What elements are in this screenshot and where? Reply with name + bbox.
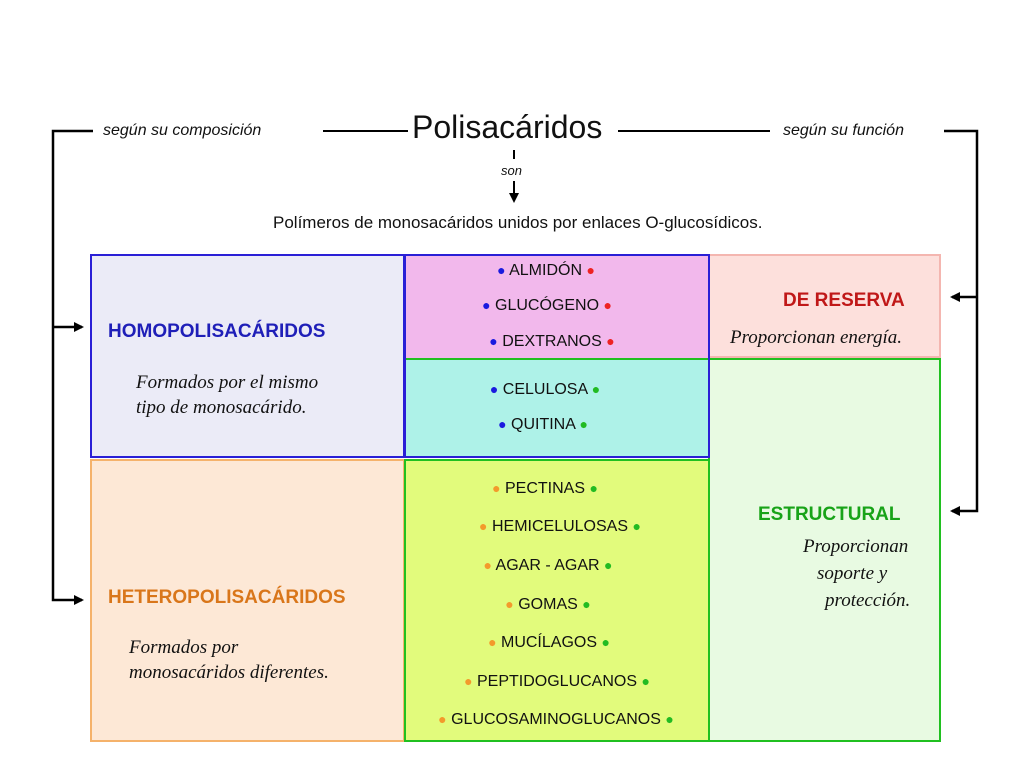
bullet-dot-icon: ●	[589, 480, 598, 496]
reserva-desc: Proporcionan energía.	[730, 327, 903, 348]
list-item-agar-agar: ● AGAR - AGAR ●	[483, 557, 613, 574]
bullet-dot-icon: ●	[464, 673, 473, 689]
bullet-dot-icon: ●	[606, 333, 615, 349]
bullet-dot-icon: ●	[603, 297, 612, 313]
bullet-dot-icon: ●	[438, 711, 447, 727]
hetero-desc-2: monosacáridos diferentes.	[129, 662, 329, 683]
list-item-pectinas: ● PECTINAS ●	[492, 480, 598, 497]
bullet-dot-icon: ●	[482, 297, 491, 313]
homo-desc-2: tipo de monosacárido.	[136, 397, 307, 418]
bullet-dot-icon: ●	[488, 634, 497, 650]
bullet-dot-icon: ●	[489, 333, 498, 349]
list-item-peptidoglucanos: ● PEPTIDOGLUCANOS ●	[464, 673, 650, 690]
list-item-quitina: ● QUITINA ●	[498, 416, 588, 433]
list-item-glucogeno: ● GLUCÓGENO ●	[482, 297, 612, 314]
bullet-dot-icon: ●	[582, 596, 591, 612]
hetero-box	[90, 459, 405, 742]
estructural-desc-2: soporte y	[817, 563, 888, 584]
bullet-dot-icon: ●	[492, 480, 501, 496]
bullet-dot-icon: ●	[498, 416, 507, 432]
function-label: según su función	[783, 122, 904, 139]
hetero-list-box	[404, 459, 708, 742]
definition-text: Polímeros de monosacáridos unidos por en…	[273, 213, 763, 232]
homo-divider	[403, 254, 406, 458]
list-item-glucosaminoglucanos: ● GLUCOSAMINOGLUCANOS ●	[438, 711, 674, 728]
bullet-dot-icon: ●	[665, 711, 674, 727]
bullet-dot-icon: ●	[586, 262, 595, 278]
bullet-dot-icon: ●	[505, 596, 514, 612]
hetero-desc-1: Formados por	[129, 637, 239, 658]
estructural-title: ESTRUCTURAL	[758, 504, 901, 525]
estructural-desc-3: protección.	[825, 590, 911, 611]
son-label: son	[501, 163, 522, 178]
right-bracket-arrow	[944, 129, 979, 516]
bullet-dot-icon: ●	[483, 557, 492, 573]
bullet-dot-icon: ●	[604, 557, 613, 573]
bullet-dot-icon: ●	[497, 262, 506, 278]
estructural-box	[708, 358, 941, 742]
homo-box-outline	[90, 254, 710, 458]
bullet-dot-icon: ●	[579, 416, 588, 432]
reserva-box	[708, 254, 941, 358]
bullet-dot-icon: ●	[641, 673, 650, 689]
bullet-dot-icon: ●	[601, 634, 610, 650]
list-item-mucilagos: ● MUCÍLAGOS ●	[488, 634, 610, 651]
list-item-hemicelulosas: ● HEMICELULOSAS ●	[479, 518, 641, 535]
page-title: Polisacáridos	[412, 109, 603, 145]
list-item-gomas: ● GOMAS ●	[505, 596, 591, 613]
bullet-dot-icon: ●	[479, 518, 488, 534]
bullet-dot-icon: ●	[489, 381, 499, 397]
list-item-celulosa: ● CELULOSA ●	[489, 381, 601, 398]
estructural-desc-1: Proporcionan	[803, 536, 909, 557]
homo-title: HOMOPOLISACÁRIDOS	[108, 321, 326, 342]
composition-label: según su composición	[103, 122, 262, 139]
reserva-title: DE RESERVA	[783, 290, 905, 311]
list-item-dextranos: ● DEXTRANOS ●	[489, 333, 615, 350]
list-item-almidon: ● ALMIDÓN ●	[497, 262, 595, 279]
bullet-dot-icon: ●	[591, 381, 601, 397]
bullet-dot-icon: ●	[632, 518, 641, 534]
homo-desc-1: Formados por el mismo	[136, 372, 319, 393]
homo-reserva-list-box	[404, 254, 708, 358]
hetero-title: HETEROPOLISACÁRIDOS	[108, 587, 346, 608]
left-bracket-arrow	[51, 129, 93, 605]
